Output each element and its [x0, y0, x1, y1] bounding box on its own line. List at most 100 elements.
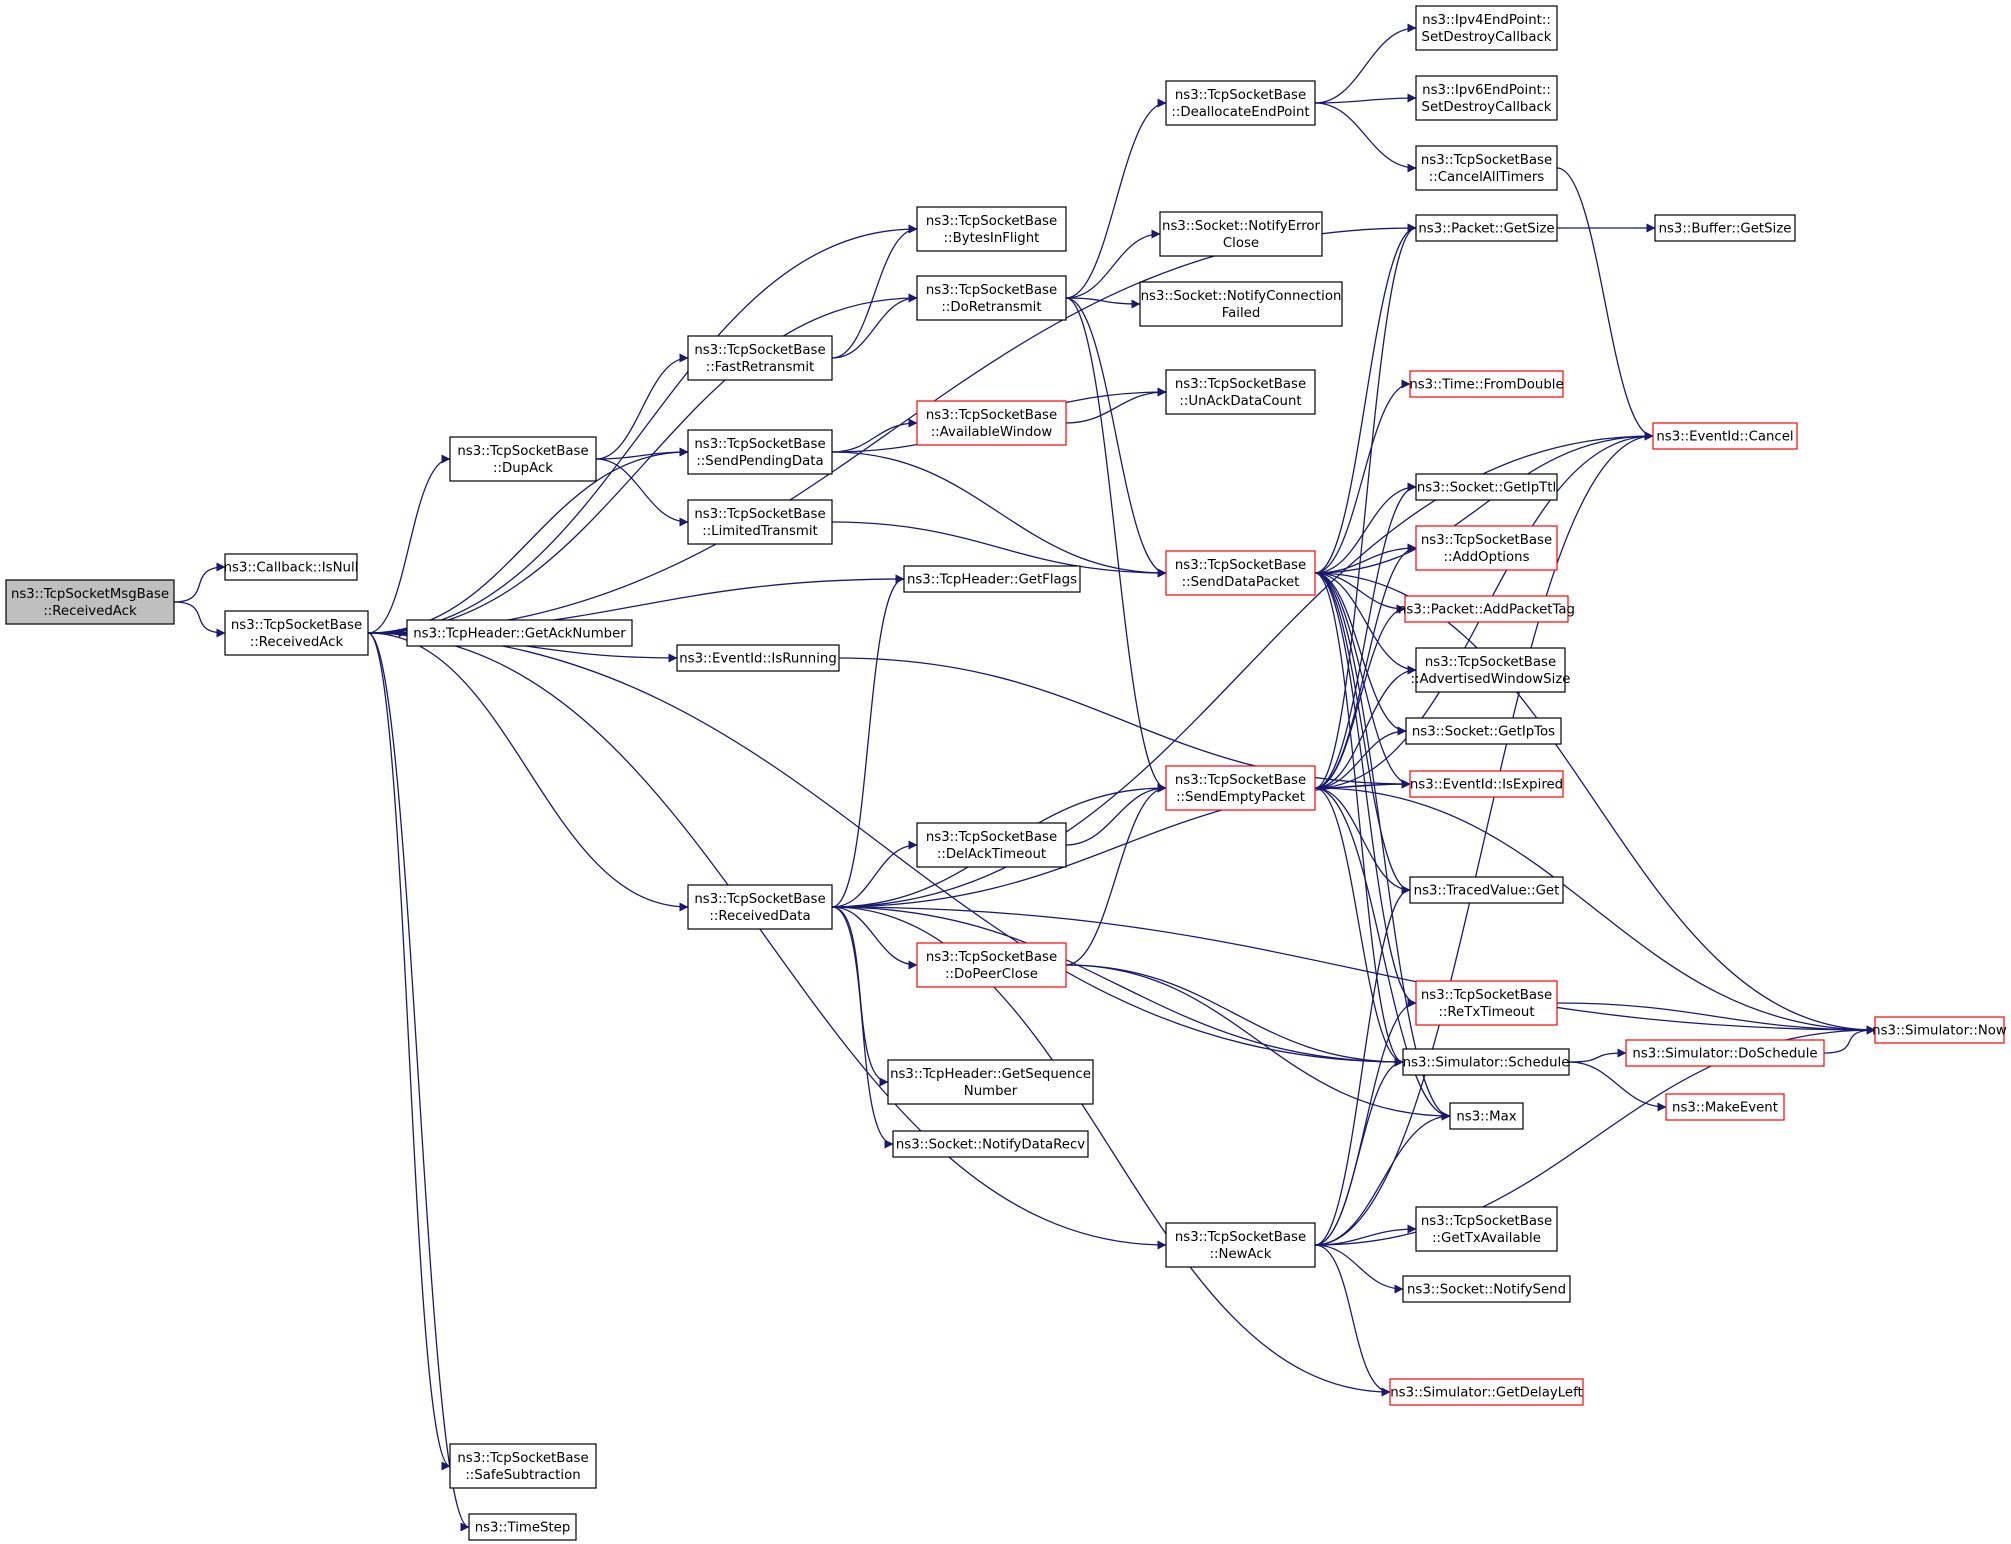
node-evcancel[interactable]: ns3::EventId::Cancel	[1652, 422, 1798, 450]
edge	[831, 521, 1167, 578]
node-isrunning[interactable]: ns3::EventId::IsRunning	[676, 644, 840, 672]
node-label: ::NewAck	[1210, 1247, 1272, 1262]
edge-delacktimeout-to-sendemptypkt	[1065, 783, 1167, 846]
node-box	[224, 553, 358, 581]
node-senddatapkt[interactable]: ns3::TcpSocketBase::SendDataPacket	[1165, 550, 1316, 596]
node-recvack[interactable]: ns3::TcpSocketBase::ReceivedAck	[224, 610, 369, 656]
node-sendpending[interactable]: ns3::TcpSocketBase::SendPendingData	[687, 429, 833, 475]
node-box	[1409, 876, 1564, 904]
node-label: ::FastRetransmit	[706, 360, 815, 375]
edge	[1314, 482, 1417, 574]
node-label: ns3::TcpSocketBase	[694, 343, 825, 358]
node-getflags[interactable]: ns3::TcpHeader::GetFlags	[903, 565, 1081, 593]
edge-senddatapkt-to-getiptos	[1314, 572, 1407, 736]
node-label: ns3::EventId::Cancel	[1656, 430, 1793, 445]
node-schedule[interactable]: ns3::Simulator::Schedule	[1402, 1048, 1570, 1076]
edge	[1065, 297, 1141, 309]
node-addoptions[interactable]: ns3::TcpSocketBase::AddOptions	[1415, 525, 1558, 571]
node-box	[687, 884, 833, 930]
node-pktgetsize[interactable]: ns3::Packet::GetSize	[1415, 214, 1558, 242]
node-bufgetsize[interactable]: ns3::Buffer::GetSize	[1654, 214, 1796, 242]
node-safesub[interactable]: ns3::TcpSocketBase::SafeSubtraction	[449, 1443, 597, 1489]
node-isnull[interactable]: ns3::Callback::IsNull	[224, 553, 359, 581]
node-ipv4ep[interactable]: ns3::Ipv4EndPoint::SetDestroyCallback	[1415, 5, 1558, 51]
node-root[interactable]: ns3::TcpSocketMsgBase::ReceivedAck	[5, 579, 175, 625]
edge-recvack-to-recvdata	[367, 632, 689, 912]
node-unackdata[interactable]: ns3::TcpSocketBase::UnAckDataCount	[1165, 369, 1316, 415]
edge-sendemptypkt-to-getiptos	[1314, 726, 1407, 789]
node-gettxavail[interactable]: ns3::TcpSocketBase::GetTxAvailable	[1415, 1206, 1558, 1252]
node-tracedget[interactable]: ns3::TracedValue::Get	[1409, 876, 1564, 904]
edge	[1065, 964, 1404, 1067]
edge	[1314, 379, 1411, 574]
node-fastretx[interactable]: ns3::TcpSocketBase::FastRetransmit	[687, 335, 833, 381]
node-label: ::GetTxAvailable	[1432, 1231, 1541, 1246]
edge-newack-to-notifysend	[1314, 1244, 1404, 1294]
node-getdelayleft[interactable]: ns3::Simulator::GetDelayLeft	[1389, 1378, 1584, 1406]
node-cancelall[interactable]: ns3::TcpSocketBase::CancelAllTimers	[1415, 145, 1558, 191]
node-delacktimeout[interactable]: ns3::TcpSocketBase::DelAckTimeout	[916, 822, 1067, 868]
node-notifydatarecv[interactable]: ns3::Socket::NotifyDataRecv	[892, 1130, 1089, 1158]
node-label: ::LimitedTransmit	[702, 524, 818, 539]
node-sendemptypkt[interactable]: ns3::TcpSocketBase::SendEmptyPacket	[1165, 765, 1316, 811]
node-doretx[interactable]: ns3::TcpSocketBase::DoRetransmit	[916, 275, 1067, 321]
edge	[1065, 297, 1167, 578]
node-box	[1165, 1222, 1316, 1268]
node-dopeerclose[interactable]: ns3::TcpSocketBase::DoPeerClose	[916, 942, 1067, 988]
node-simnow[interactable]: ns3::Simulator::Now	[1872, 1016, 2007, 1044]
node-makeevent[interactable]: ns3::MakeEvent	[1665, 1093, 1785, 1121]
edge-senddatapkt-to-retxtimeout	[1314, 572, 1417, 1008]
node-label: ns3::Buffer::GetSize	[1659, 222, 1792, 237]
edge	[1065, 229, 1161, 299]
node-label: ns3::Simulator::Schedule	[1403, 1056, 1570, 1071]
edge	[831, 906, 894, 1149]
edge	[1065, 387, 1167, 424]
node-label: ns3::Socket::NotifyError	[1162, 219, 1320, 234]
node-label: ns3::TcpSocketBase	[1175, 1230, 1306, 1245]
node-box	[1165, 765, 1316, 811]
edge	[173, 601, 226, 638]
edge-recvack-to-safesub	[367, 632, 451, 1471]
node-isexpired[interactable]: ns3::EventId::IsExpired	[1409, 770, 1564, 798]
edge	[367, 293, 918, 634]
node-newack[interactable]: ns3::TcpSocketBase::NewAck	[1165, 1222, 1316, 1268]
node-addpkttag[interactable]: ns3::Packet::AddPacketTag	[1398, 595, 1575, 623]
node-retxtimeout[interactable]: ns3::TcpSocketBase::ReTxTimeout	[1415, 980, 1558, 1026]
node-timestep[interactable]: ns3::TimeStep	[468, 1513, 577, 1541]
edge	[1314, 604, 1406, 789]
node-notifysend[interactable]: ns3::Socket::NotifySend	[1402, 1275, 1571, 1303]
edge	[1065, 297, 1167, 793]
edge	[1314, 665, 1417, 789]
node-label: ns3::TcpSocketBase	[926, 830, 1057, 845]
edge-retxtimeout-to-simnow	[1556, 1002, 1876, 1035]
node-limitedtx[interactable]: ns3::TcpSocketBase::LimitedTransmit	[687, 499, 833, 545]
node-label: ns3::TcpSocketBase	[926, 408, 1057, 423]
node-dupack[interactable]: ns3::TcpSocketBase::DupAck	[449, 436, 597, 482]
node-getipttl[interactable]: ns3::Socket::GetIpTtl	[1415, 473, 1558, 501]
node-ipv6ep[interactable]: ns3::Ipv6EndPoint::SetDestroyCallback	[1415, 75, 1558, 121]
node-advwinsize[interactable]: ns3::TcpSocketBase::AdvertisedWindowSize	[1411, 647, 1571, 693]
edge-sendemptypkt-to-schedule	[1314, 787, 1404, 1067]
node-label: ns3::TcpSocketBase	[1175, 377, 1306, 392]
node-fromdouble[interactable]: ns3::Time::FromDouble	[1409, 370, 1564, 398]
node-availwin[interactable]: ns3::TcpSocketBase::AvailableWindow	[916, 400, 1067, 446]
node-label: ::AddOptions	[1443, 550, 1529, 565]
node-max[interactable]: ns3::Max	[1449, 1102, 1524, 1130]
edge	[1314, 572, 1417, 1008]
edge-dopeerclose-to-sendemptypkt	[1065, 783, 1167, 966]
node-box	[916, 942, 1067, 988]
node-label: ns3::TcpSocketBase	[1421, 533, 1552, 548]
node-getacknum[interactable]: ns3::TcpHeader::GetAckNumber	[406, 619, 633, 647]
node-getiptos[interactable]: ns3::Socket::GetIpTos	[1405, 717, 1562, 745]
node-bytesinflight[interactable]: ns3::TcpSocketBase::BytesInFlight	[916, 206, 1067, 252]
node-doschedule[interactable]: ns3::Simulator::DoSchedule	[1625, 1039, 1825, 1067]
edge	[1065, 98, 1167, 299]
edge-senddatapkt-to-fromdouble	[1314, 379, 1411, 574]
node-label: ns3::TcpSocketBase	[457, 1451, 588, 1466]
node-box	[916, 206, 1067, 252]
node-deallocep[interactable]: ns3::TcpSocketBase::DeallocateEndPoint	[1165, 80, 1316, 126]
node-recvdata[interactable]: ns3::TcpSocketBase::ReceivedData	[687, 884, 833, 930]
